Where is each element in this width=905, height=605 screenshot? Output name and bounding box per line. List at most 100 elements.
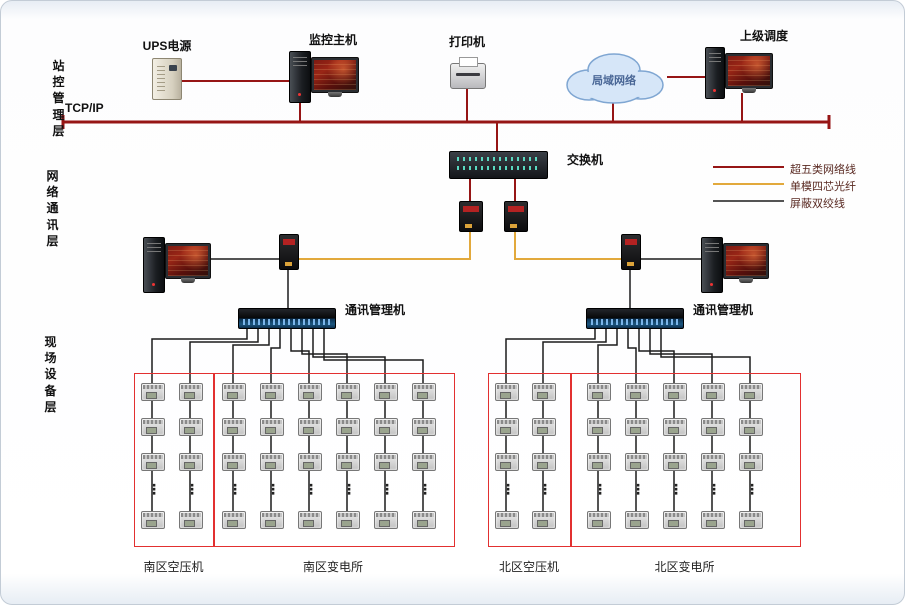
fiber-link-right xyxy=(514,230,621,260)
meter-device-icon xyxy=(412,511,436,529)
dispatch-label: 上级调度 xyxy=(739,29,788,43)
lan-cloud-label: 局域网络 xyxy=(592,75,636,87)
layer-label-network-comm: 网络通讯层 xyxy=(46,169,59,248)
fieldbus-wire xyxy=(638,327,675,521)
layer-label-field-device: 现场设备层 xyxy=(44,335,57,414)
meter-device-icon xyxy=(532,511,556,529)
ethernet-switch-icon xyxy=(449,151,548,179)
dispatch-monitor-stand xyxy=(742,88,756,93)
fiber-converter-icon xyxy=(621,234,641,270)
meter-device-icon xyxy=(495,383,519,401)
meter-device-icon xyxy=(141,511,165,529)
meter-device-icon xyxy=(179,453,203,471)
meter-device-icon xyxy=(179,383,203,401)
group-label-south-substation: 南区变电所 xyxy=(302,560,363,574)
printer-label: 打印机 xyxy=(448,35,485,49)
meter-device-icon xyxy=(532,418,556,436)
meter-device-icon xyxy=(336,511,360,529)
meter-device-icon xyxy=(625,383,649,401)
workstation-left-stand xyxy=(181,278,195,283)
meter-device-icon xyxy=(701,453,725,471)
meter-device-icon xyxy=(298,511,322,529)
layer-label-station-control: 站控管理层 xyxy=(52,59,65,138)
meter-device-icon xyxy=(625,418,649,436)
fiber-converter-icon xyxy=(279,234,299,270)
comm-manager-left-label: 通讯管理机 xyxy=(345,303,406,317)
cloud-icon xyxy=(566,53,664,104)
meter-device-icon xyxy=(495,453,519,471)
meter-device-icon xyxy=(260,511,284,529)
comm-manager-left-icon xyxy=(238,308,336,329)
meter-device-icon xyxy=(701,383,725,401)
dispatch-monitor-icon xyxy=(725,53,773,89)
group-label-north-substation: 北区变电所 xyxy=(654,560,715,574)
meter-device-icon xyxy=(141,383,165,401)
meter-device-icon xyxy=(260,418,284,436)
meter-device-icon xyxy=(412,453,436,471)
legend-label-stp: 屏蔽双绞线 xyxy=(790,198,845,210)
comm-manager-right-label: 通讯管理机 xyxy=(693,303,754,317)
switch-label: 交换机 xyxy=(567,153,604,167)
host-screen xyxy=(314,60,356,90)
meter-device-icon xyxy=(336,453,360,471)
workstation-right-stand xyxy=(739,278,753,283)
meter-device-icon xyxy=(222,453,246,471)
printer-icon xyxy=(450,57,486,89)
group-label-south-compressor: 南区空压机 xyxy=(143,560,204,574)
meter-device-icon xyxy=(260,383,284,401)
lan-cloud: 局域网络 xyxy=(557,47,671,109)
meter-device-icon xyxy=(298,383,322,401)
workstation-left-monitor-icon xyxy=(165,243,211,279)
group-box-north-substation xyxy=(570,373,801,547)
meter-device-icon xyxy=(222,511,246,529)
meter-device-icon xyxy=(739,383,763,401)
meter-device-icon xyxy=(587,511,611,529)
meter-device-icon xyxy=(532,383,556,401)
meter-device-icon xyxy=(374,418,398,436)
host-label: 监控主机 xyxy=(308,33,357,47)
meter-device-icon xyxy=(625,511,649,529)
meter-device-icon xyxy=(532,453,556,471)
meter-device-icon xyxy=(701,511,725,529)
fiber-link-left xyxy=(297,230,471,260)
fieldbus-wire xyxy=(323,327,424,521)
meter-device-icon xyxy=(495,511,519,529)
meter-device-icon xyxy=(298,453,322,471)
meter-device-icon xyxy=(260,453,284,471)
host-monitor-stand xyxy=(328,92,342,97)
meter-device-icon xyxy=(298,418,322,436)
meter-device-icon xyxy=(663,418,687,436)
meter-device-icon xyxy=(663,453,687,471)
meter-device-icon xyxy=(141,453,165,471)
meter-device-icon xyxy=(412,383,436,401)
fieldbus-wire xyxy=(290,327,310,521)
meter-device-icon xyxy=(739,511,763,529)
fieldbus-wire xyxy=(649,327,713,521)
group-box-south-compressor xyxy=(134,373,215,547)
meter-device-icon xyxy=(412,418,436,436)
workstation-right-screen xyxy=(726,246,766,276)
meter-device-icon xyxy=(222,418,246,436)
fieldbus-wire xyxy=(312,327,386,521)
meter-device-icon xyxy=(587,418,611,436)
meter-device-icon xyxy=(739,453,763,471)
group-label-north-compressor: 北区空压机 xyxy=(498,560,559,574)
legend-label-fiber: 单模四芯光纤 xyxy=(790,181,856,193)
dispatch-tower-icon xyxy=(705,47,725,99)
ups-icon xyxy=(152,58,182,100)
fieldbus-wire xyxy=(660,327,751,521)
host-monitor-icon xyxy=(311,57,359,93)
group-box-south-substation xyxy=(213,373,455,547)
workstation-left-screen xyxy=(168,246,208,276)
meter-device-icon xyxy=(374,383,398,401)
meter-device-icon xyxy=(739,418,763,436)
workstation-right-tower-icon xyxy=(701,237,723,293)
meter-device-icon xyxy=(141,418,165,436)
meter-device-icon xyxy=(336,383,360,401)
tcpip-label: TCP/IP xyxy=(65,101,104,115)
meter-device-icon xyxy=(625,453,649,471)
meter-device-icon xyxy=(663,511,687,529)
meter-device-icon xyxy=(374,511,398,529)
